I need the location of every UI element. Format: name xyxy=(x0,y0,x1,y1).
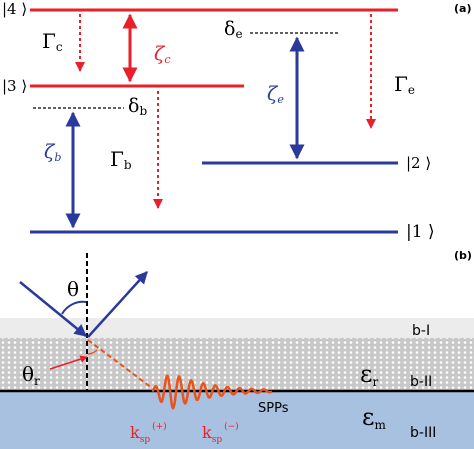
eps-r-label: εr xyxy=(360,360,378,389)
theta-r-pointer-arrow xyxy=(49,355,88,370)
theta-arc xyxy=(61,300,87,315)
gamma-c-label: Γc xyxy=(42,29,63,54)
theta-r-label: θr xyxy=(22,362,40,388)
layer-b1-label: b-I xyxy=(412,323,430,339)
spp-wave xyxy=(151,374,273,411)
zeta-b-label: ζb xyxy=(44,141,61,164)
layer-b2-dots xyxy=(0,338,474,391)
delta-b-label: δb xyxy=(128,95,147,118)
gamma-e-label: Γe xyxy=(394,72,415,97)
zeta-e-label: ζe xyxy=(267,83,284,106)
refracted-ray xyxy=(87,339,153,389)
theta-label: θ xyxy=(67,277,79,301)
layer-b1 xyxy=(0,318,474,338)
ksp-plus-label: ksp(+) xyxy=(130,421,167,445)
delta-e-label: δe xyxy=(224,18,243,41)
panel-a-label: (a) xyxy=(454,2,471,15)
ksp-minus-label: ksp(−) xyxy=(202,421,239,445)
layer-b3 xyxy=(0,391,474,449)
state-3-label: |3 ⟩ xyxy=(2,77,27,95)
panel-b-label: (b) xyxy=(454,249,472,262)
layer-b2-label: b-II xyxy=(410,374,432,390)
reflected-ray-arrow xyxy=(87,271,148,338)
state-4-label: |4 ⟩ xyxy=(2,0,27,18)
gamma-b-label: Γb xyxy=(110,147,132,172)
layer-b3-label: b-III xyxy=(410,425,436,441)
panel-b: (b) b-I b-II b-III εr εm θ θr SPPs xyxy=(0,249,474,449)
spps-label: SPPs xyxy=(258,401,289,416)
theta-r-arc xyxy=(87,349,98,355)
eps-m-label: εm xyxy=(362,403,386,432)
incident-ray-arrow xyxy=(19,281,87,337)
state-2-label: |2 ⟩ xyxy=(406,154,431,172)
state-1-label: |1 ⟩ xyxy=(406,222,435,242)
panel-a: (a) |4 ⟩ |3 ⟩ |2 ⟩ |1 ⟩ Γc ζc δb ζb Γb δ… xyxy=(2,0,471,242)
zeta-c-label: ζc xyxy=(154,43,170,66)
